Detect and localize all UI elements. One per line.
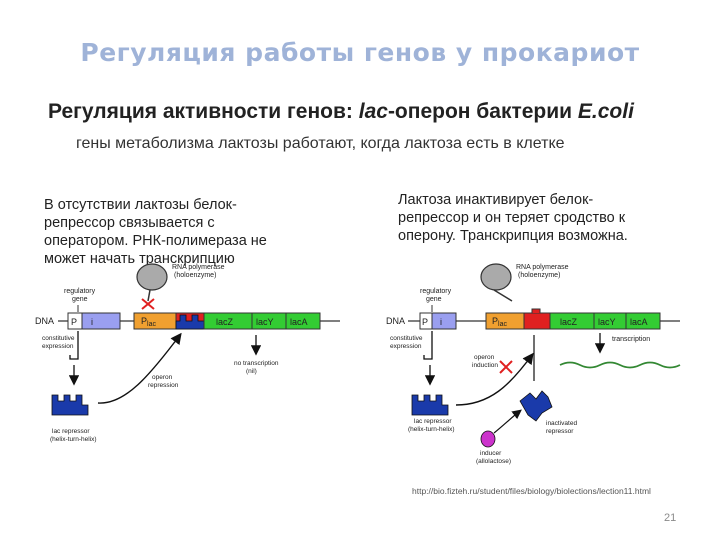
repressor-label: lac repressor(helix-turn-helix)	[50, 428, 97, 443]
block-x-2	[499, 360, 513, 374]
polymerase-stalk	[147, 289, 151, 302]
source-url[interactable]: http://bio.fizteh.ru/student/files/biolo…	[412, 486, 651, 496]
subtitle: гены метаболизма лактозы работают, когда…	[76, 135, 565, 152]
banner-lac: lac	[358, 100, 388, 123]
operator-notch	[531, 308, 541, 313]
mrna-strand	[559, 361, 681, 369]
left-caption: В отсутствии лактозы белок- репрессор св…	[44, 197, 267, 267]
dna-label: DNA	[386, 316, 405, 326]
dna-label: DNA	[35, 316, 54, 326]
slide-title: Регуляция работы генов у прокариот	[80, 38, 640, 67]
svg-text:Plac: Plac	[141, 316, 156, 328]
banner-heading: Регуляция активности генов: lac-оперон б…	[48, 100, 688, 124]
svg-text:P: P	[71, 317, 77, 327]
lacA-gene	[625, 312, 661, 330]
svg-text:lacZ: lacZ	[216, 317, 234, 327]
repressor-label: lac repressor(helix-turn-helix)	[408, 418, 455, 433]
inactivated-repressor	[519, 390, 553, 422]
lacA-gene	[285, 312, 321, 330]
banner-middle: -оперон бактерии	[387, 100, 578, 123]
svg-text:lacA: lacA	[290, 317, 308, 327]
induction-arrow	[455, 352, 534, 406]
free-repressor	[411, 394, 449, 416]
svg-text:i: i	[440, 317, 442, 327]
svg-text:Plac: Plac	[492, 316, 507, 328]
svg-text:lacY: lacY	[598, 317, 616, 327]
svg-text:lacA: lacA	[630, 317, 648, 327]
repression-arrow	[97, 332, 182, 404]
rna-polymerase	[480, 263, 512, 291]
operator	[523, 312, 551, 330]
transcription-label: transcription	[612, 336, 650, 343]
svg-text:i: i	[91, 317, 93, 327]
rna-polymerase	[136, 263, 168, 291]
right-caption: Лактоза инактивирует белок- репрессор и …	[398, 192, 628, 244]
banner-ecoli: E.coli	[577, 100, 634, 123]
banner-prefix: Регуляция активности генов:	[48, 100, 359, 123]
i-gene	[81, 312, 121, 330]
inducer-label: inducer(allolactose)	[476, 450, 511, 465]
svg-text:lacZ: lacZ	[560, 317, 578, 327]
page-number: 21	[664, 512, 677, 524]
svg-text:P: P	[422, 317, 428, 327]
constitutive-arrow	[69, 331, 79, 360]
free-repressor	[51, 394, 89, 416]
no-transcription-label: no transcription(nil)	[234, 360, 279, 375]
rna-pol-label: RNA polymerase(holoenzyme)	[172, 264, 225, 279]
svg-text:lacY: lacY	[256, 317, 274, 327]
inducer-molecule	[480, 430, 496, 448]
constitutive-arrow	[423, 331, 433, 360]
rna-pol-label: RNA polymerase(holoenzyme)	[516, 264, 569, 279]
block-x-2	[141, 298, 155, 310]
i-gene	[431, 312, 457, 330]
inducer-arrow	[493, 409, 522, 434]
